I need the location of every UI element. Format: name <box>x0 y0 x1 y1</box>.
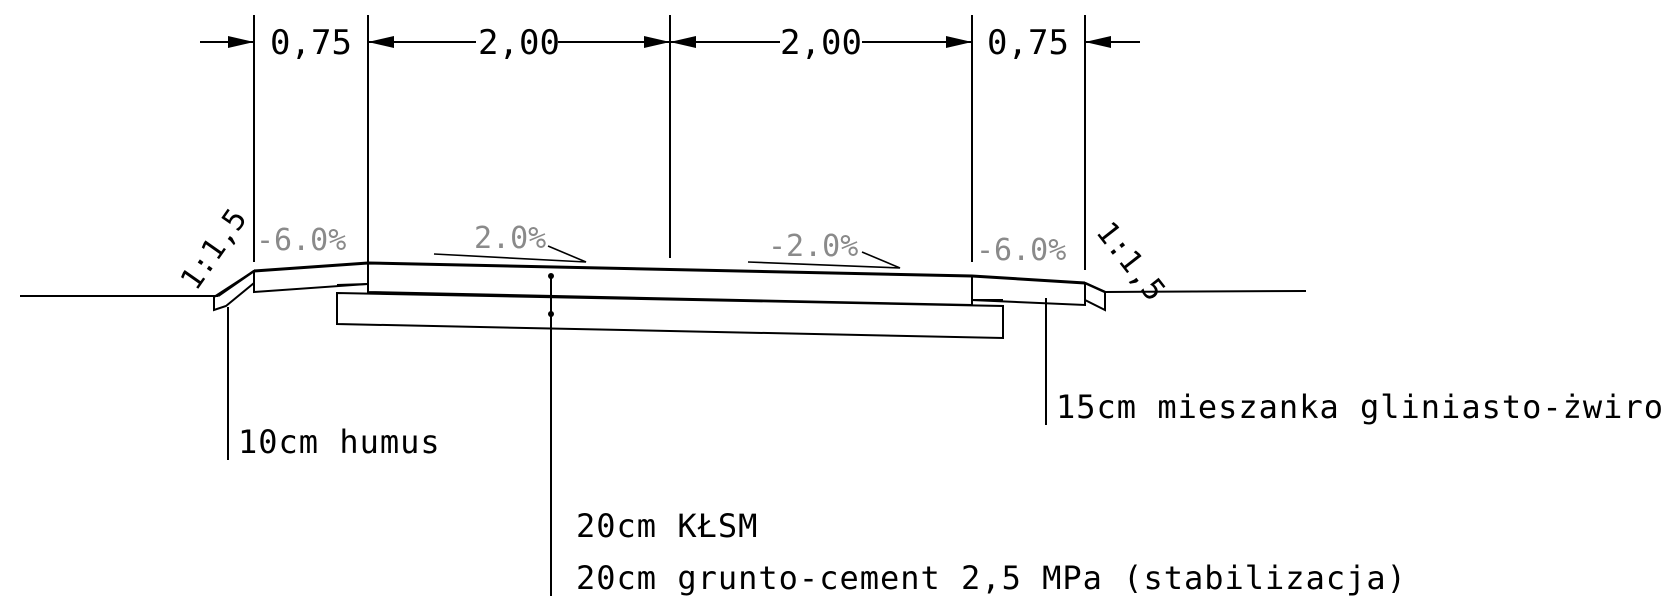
arrow-left-icon <box>368 36 394 48</box>
stabilization-layer <box>336 291 1004 340</box>
label-base-klsm: 20cm KŁSM <box>576 507 758 545</box>
humus-right <box>1084 281 1106 312</box>
road-structure <box>213 261 1106 340</box>
slope-label-left-lane: 2.0% <box>474 221 546 256</box>
dimension-label: 2,00 <box>780 23 862 63</box>
slope-label-right-lane: -2.0% <box>768 229 858 264</box>
slope-label-right-shoulder: -6.0% <box>976 233 1066 268</box>
dimension-label: 0,75 <box>987 23 1069 63</box>
slope-indicator-left-lane <box>433 245 587 263</box>
arrow-right-icon <box>228 36 254 48</box>
dimension-extension-lines <box>253 15 1086 270</box>
arrow-right-icon <box>644 36 670 48</box>
dimension-label: 0,75 <box>270 23 352 63</box>
ground-line <box>20 290 1307 297</box>
label-humus: 10cm humus <box>238 423 441 461</box>
arrow-left-icon <box>670 36 696 48</box>
dimension-label: 2,00 <box>478 23 560 63</box>
slope-labels: -6.0% 2.0% -2.0% -6.0% <box>256 221 1066 268</box>
slope-indicators <box>433 245 901 269</box>
embankment-ratio-right: 1:1,5 <box>1089 215 1172 308</box>
dimension-labels: 0,75 2,00 2,00 0,75 <box>270 23 1069 63</box>
surface-top-line <box>253 261 1086 285</box>
shoulder-layer-left <box>253 261 369 294</box>
slope-indicator-right-lane <box>747 251 901 269</box>
slope-label-left-shoulder: -6.0% <box>256 223 346 258</box>
label-shoulder-mix: 15cm mieszanka gliniasto-żwirowa <box>1056 388 1661 426</box>
leader-dot <box>548 273 554 279</box>
layer-labels: 10cm humus 15cm mieszanka gliniasto-żwir… <box>238 388 1661 596</box>
arrow-right-icon <box>946 36 972 48</box>
leader-dots <box>548 273 554 317</box>
stab-left-cap <box>336 283 369 286</box>
embankment-ratio-left: 1:1,5 <box>174 203 254 297</box>
label-base-stabilization: 20cm grunto-cement 2,5 MPa (stabilizacja… <box>576 559 1407 596</box>
leader-dot <box>548 311 554 317</box>
ground-right <box>1104 290 1307 293</box>
dimension-arrows <box>228 36 1111 48</box>
leader-lines <box>227 276 1047 596</box>
arrow-left-icon <box>1085 36 1111 48</box>
humus-left <box>213 269 255 312</box>
